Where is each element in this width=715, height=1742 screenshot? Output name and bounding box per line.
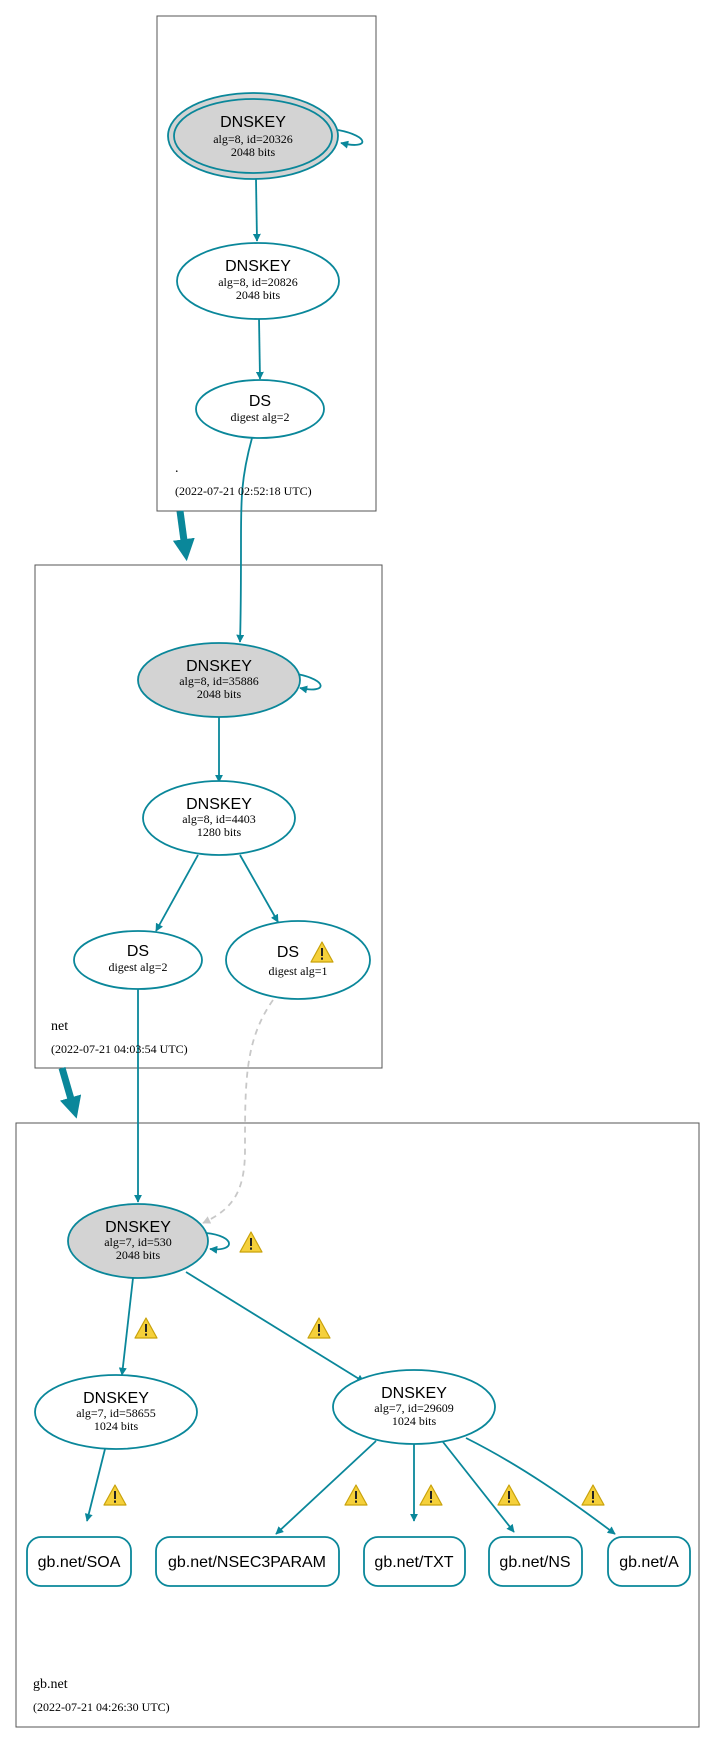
node-line2: 1024 bits	[392, 1414, 437, 1428]
edge-root-ksk-self	[337, 129, 364, 149]
delegation-arrow-net-gbnet	[58, 1067, 82, 1119]
zone-net-timestamp: (2022-07-21 04:03:54 UTC)	[51, 1042, 188, 1056]
edge-net-ds1-to-gb-ksk-insecure	[202, 999, 274, 1224]
edge-zsk1-to-soa	[84, 1444, 107, 1522]
node-line2: 2048 bits	[197, 687, 242, 701]
node-title: DNSKEY	[381, 1385, 447, 1402]
rrset-label: gb.net/NSEC3PARAM	[168, 1554, 326, 1571]
node-title: DNSKEY	[225, 258, 291, 275]
node-gb-zsk1: DNSKEY alg=7, id=58655 1024 bits	[34, 1374, 198, 1450]
node-line1: alg=8, id=20826	[218, 275, 298, 289]
zone-root-name: .	[175, 461, 179, 476]
node-line2: 2048 bits	[236, 288, 281, 302]
node-line1: alg=8, id=20326	[213, 132, 293, 146]
node-gb-zsk2: DNSKEY alg=7, id=29609 1024 bits	[332, 1369, 496, 1445]
node-line1: alg=7, id=530	[104, 1235, 172, 1249]
node-title: DS	[249, 393, 271, 410]
node-title: DNSKEY	[186, 796, 252, 813]
node-line1: digest alg=2	[108, 960, 167, 974]
node-root-ksk: DNSKEY alg=8, id=20326 2048 bits	[167, 92, 339, 180]
edge-net-ksk-self	[296, 673, 322, 694]
node-title: DNSKEY	[186, 658, 252, 675]
delegation-arrow-root-net	[172, 510, 195, 562]
edge-zsk2-to-nsec3param	[275, 1440, 377, 1535]
node-line2: 1024 bits	[94, 1419, 139, 1433]
rrset-label: gb.net/A	[619, 1554, 679, 1571]
rrset-soa: gb.net/SOA	[26, 1536, 132, 1587]
node-root-zsk: DNSKEY alg=8, id=20826 2048 bits	[176, 242, 340, 320]
node-root-ds: DS digest alg=2	[195, 379, 325, 439]
rrset-txt: gb.net/TXT	[363, 1536, 466, 1587]
rrset-label: gb.net/NS	[499, 1554, 570, 1571]
node-gb-ksk: DNSKEY alg=7, id=530 2048 bits	[67, 1203, 209, 1279]
node-line1: digest alg=2	[230, 410, 289, 424]
node-title: DS	[127, 943, 149, 960]
edge-root-ksk-to-zsk	[252, 178, 261, 242]
zone-gbnet-name: gb.net	[33, 1677, 68, 1692]
edge-zsk2-to-a	[465, 1437, 616, 1535]
node-title: DS	[277, 944, 299, 961]
rrset-label: gb.net/TXT	[374, 1554, 453, 1571]
node-title: DNSKEY	[83, 1390, 149, 1407]
edge-root-ds-to-net-ksk	[236, 437, 253, 643]
node-line1: digest alg=1	[268, 964, 327, 978]
edge-root-zsk-to-ds	[255, 317, 264, 380]
node-line2: 2048 bits	[116, 1248, 161, 1262]
node-net-ds1: DS digest alg=1	[225, 920, 371, 1000]
node-net-zsk: DNSKEY alg=8, id=4403 1280 bits	[142, 780, 296, 856]
rrset-ns: gb.net/NS	[488, 1536, 583, 1587]
edge-net-zsk-to-ds1	[239, 854, 279, 923]
rrset-label: gb.net/SOA	[38, 1554, 121, 1571]
edge-gb-ksk-to-zsk2	[185, 1271, 365, 1383]
node-line1: alg=7, id=58655	[76, 1406, 156, 1420]
node-title: DNSKEY	[220, 114, 286, 131]
edge-gb-ksk-self	[205, 1232, 230, 1254]
edge-zsk2-to-ns	[442, 1441, 515, 1533]
node-line1: alg=7, id=29609	[374, 1401, 454, 1415]
zone-net-name: net	[51, 1019, 68, 1034]
node-line1: alg=8, id=4403	[182, 812, 256, 826]
node-line2: 2048 bits	[231, 145, 276, 159]
node-title: DNSKEY	[105, 1219, 171, 1236]
zone-gbnet-timestamp: (2022-07-21 04:26:30 UTC)	[33, 1700, 170, 1714]
rrset-a: gb.net/A	[607, 1536, 691, 1587]
edge-net-zsk-to-ds2	[155, 854, 199, 932]
zone-root-timestamp: (2022-07-21 02:52:18 UTC)	[175, 484, 312, 498]
edge-gb-ksk-to-zsk1	[118, 1277, 134, 1376]
node-line1: alg=8, id=35886	[179, 674, 259, 688]
rrset-nsec3param: gb.net/NSEC3PARAM	[155, 1536, 340, 1587]
node-net-ds2: DS digest alg=2	[73, 930, 203, 990]
node-line2: 1280 bits	[197, 825, 242, 839]
node-net-ksk: DNSKEY alg=8, id=35886 2048 bits	[137, 642, 301, 718]
